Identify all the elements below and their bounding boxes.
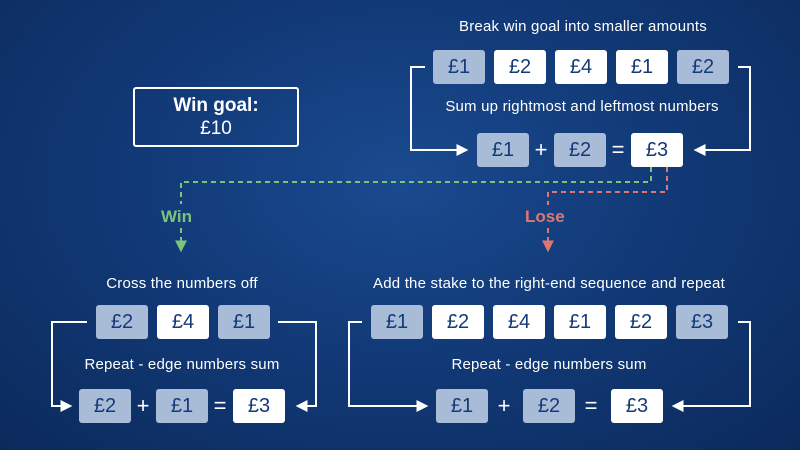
- top-sum-plus: +: [534, 137, 548, 162]
- top-seq-box-1: £1: [433, 50, 485, 84]
- win-seq-box-3: £1: [218, 305, 270, 339]
- top-seq-box-3: £4: [555, 50, 607, 84]
- win-left-bracket: [51, 321, 87, 412]
- win-caption-cross: Cross the numbers off: [106, 275, 258, 292]
- lose-sum-result: £3: [611, 389, 663, 423]
- top-caption-sum: Sum up rightmost and leftmost numbers: [445, 98, 719, 115]
- lose-sum-a: £1: [436, 389, 488, 423]
- top-right-bracket: [693, 66, 751, 156]
- lose-seq-box-1: £1: [371, 305, 423, 339]
- lose-dashed-path: [547, 167, 668, 205]
- lose-right-bracket: [671, 321, 751, 412]
- win-sum-plus: +: [136, 393, 150, 418]
- win-sum-eq: =: [213, 393, 227, 418]
- lose-sum-plus: +: [497, 393, 511, 418]
- lose-sum-eq: =: [584, 393, 598, 418]
- top-sum-eq: =: [611, 137, 625, 162]
- win-right-bracket: [278, 321, 317, 412]
- lose-left-bracket: [348, 321, 429, 412]
- win-sum-a: £2: [79, 389, 131, 423]
- win-goal-title: Win goal:: [173, 95, 259, 116]
- lose-seq-box-6: £3: [676, 305, 728, 339]
- win-dashed-path: [180, 167, 652, 204]
- lose-seq-box-5: £2: [615, 305, 667, 339]
- win-seq-box-2: £4: [157, 305, 209, 339]
- top-caption-break: Break win goal into smaller amounts: [459, 18, 707, 35]
- win-goal-value: £10: [200, 118, 232, 139]
- top-left-bracket: [410, 66, 469, 156]
- win-caption-repeat: Repeat - edge numbers sum: [84, 356, 280, 373]
- top-sum-a: £1: [477, 133, 529, 167]
- lose-label: Lose: [525, 207, 565, 226]
- top-seq-box-4: £1: [616, 50, 668, 84]
- win-sum-b: £1: [156, 389, 208, 423]
- lose-caption-repeat: Repeat - edge numbers sum: [451, 356, 647, 373]
- win-goal-box: Win goal: £10: [133, 87, 299, 147]
- win-sum-result: £3: [233, 389, 285, 423]
- lose-seq-box-4: £1: [554, 305, 606, 339]
- lose-sum-b: £2: [523, 389, 575, 423]
- top-sum-result: £3: [631, 133, 683, 167]
- top-seq-box-5: £2: [677, 50, 729, 84]
- top-seq-box-2: £2: [494, 50, 546, 84]
- lose-seq-box-2: £2: [432, 305, 484, 339]
- lose-seq-box-3: £4: [493, 305, 545, 339]
- win-seq-box-1: £2: [96, 305, 148, 339]
- lose-caption-add: Add the stake to the right-end sequence …: [373, 275, 725, 292]
- win-label: Win: [161, 207, 193, 226]
- top-sum-b: £2: [554, 133, 606, 167]
